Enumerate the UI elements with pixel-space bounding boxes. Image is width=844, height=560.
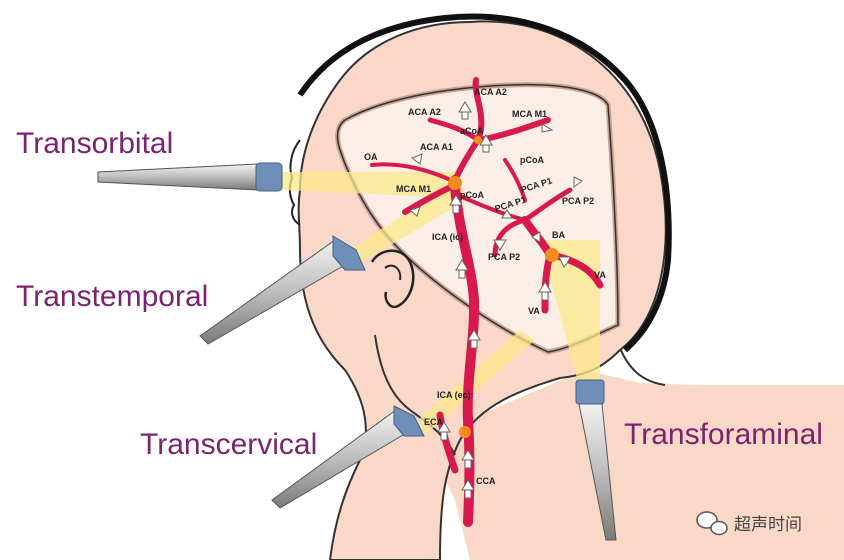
skull-outline [297,13,672,353]
aca-a2-left-label: ACA A2 [408,107,441,117]
cca-label: CCA [476,476,496,486]
transforaminal-beam [540,240,600,382]
ear [370,249,415,309]
pca-p2-left-label: PCA P2 [488,252,520,262]
acoa-label: aCoA [460,126,484,136]
transtemporal-label: Transtemporal [16,280,208,313]
transforaminal-probe [575,379,617,541]
watermark: 超声时间 [696,511,802,536]
transforaminal-label: Transforaminal [624,418,823,451]
flow-arrows [408,101,583,499]
transcervical-probe [271,405,425,509]
ica-ic-label: ICA (ic) [432,232,463,242]
vessel-junctions [448,136,559,438]
aca-a1-label: ACA A1 [420,142,453,152]
pca-p2-left-vessel [492,217,528,258]
aca-a2-top-label: ACA A2 [474,87,507,97]
pca-p2-right-label: PCA P2 [562,196,594,206]
pcoa-vessel [456,193,527,222]
mca-m1-left-label: MCA M1 [396,184,431,194]
shoulder-outline [619,347,666,386]
aca-a2-left-vessel [427,117,481,143]
transorbital-beam [282,172,460,198]
mca-m1-right-label: MCA M1 [512,109,547,119]
oa-label: OA [364,152,378,162]
aca-a1-vessel [452,77,485,183]
eca-vessel [436,411,459,474]
ica-ec-label: ICA (ec) [437,390,471,400]
pcoa-right-label: pCoA [520,155,544,165]
va-left-label: VA [528,306,540,316]
transcervical-label: Transcervical [140,428,317,461]
transcervical-beam [418,330,535,436]
brain-area-outline [336,83,619,353]
va-right-label: VA [594,270,606,280]
oa-vessel [370,162,457,184]
neck-shoulder [420,370,844,560]
face-profile [288,139,301,226]
transtemporal-beam [350,180,470,262]
pca-p1-vessel [522,187,573,223]
transorbital-probe [97,162,283,192]
pcoa-left-label: pCoA [460,190,484,200]
eca-label: ECA [424,417,444,427]
transtemporal-probe [199,235,366,345]
pcoa-right-vessel [503,158,527,202]
transorbital-label: Transorbital [16,127,173,160]
watermark-text: 超声时间 [734,515,802,535]
wechat-icon [696,511,728,536]
ba-label: BA [552,230,565,240]
